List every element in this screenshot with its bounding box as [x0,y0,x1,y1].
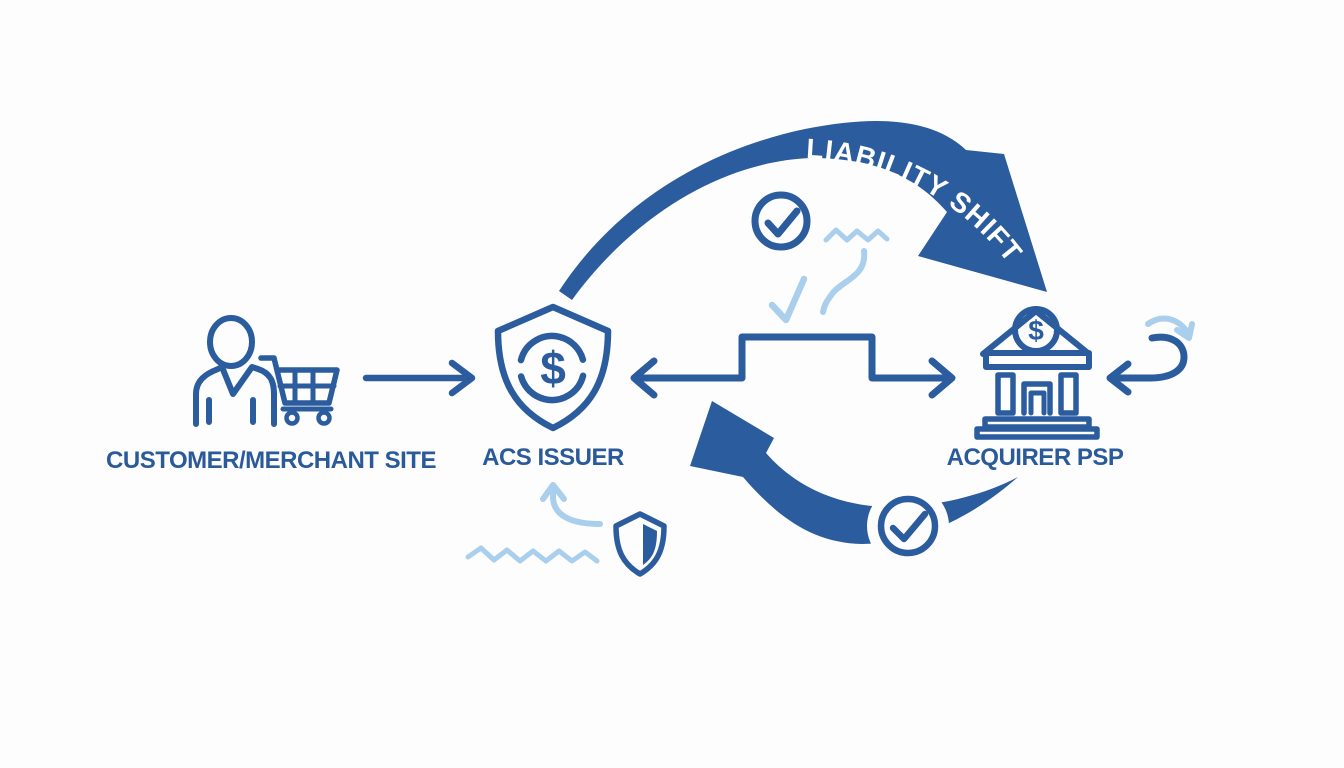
light-up-arrow-icon [540,482,603,527]
customer-label: CUSTOMER/MERCHANT SITE [106,447,436,474]
return-hook-arrow-icon [1106,333,1188,396]
squiggle-bottom-icon [465,545,600,564]
coin-dollar-sign: $ [1028,315,1044,346]
arrow-customer-to-acs [362,359,476,397]
acquirer-node: $ ACQUIRER PSP [947,306,1124,471]
customer-node: CUSTOMER/MERCHANT SITE [106,315,437,474]
shield-dollar-icon: $ [494,303,612,432]
bottom-return-arc [690,401,1018,567]
customer-cart-icon [193,315,340,427]
pulse-arrow-acs-acquirer [630,333,956,399]
check-circle-bottom-icon [877,495,939,557]
s-curve-icon [820,248,868,315]
half-shield-icon [613,511,667,577]
bank-dollar-icon: $ [974,306,1100,440]
acs-label: ACS ISSUER [482,444,624,471]
light-check-icon [768,275,808,324]
acquirer-label: ACQUIRER PSP [947,444,1124,471]
squiggle-top-icon [823,227,890,243]
check-circle-top-icon [751,191,811,251]
dollar-sign: $ [540,342,566,394]
light-curved-arrow-icon [1145,315,1195,341]
acs-node: $ ACS ISSUER [482,303,625,471]
